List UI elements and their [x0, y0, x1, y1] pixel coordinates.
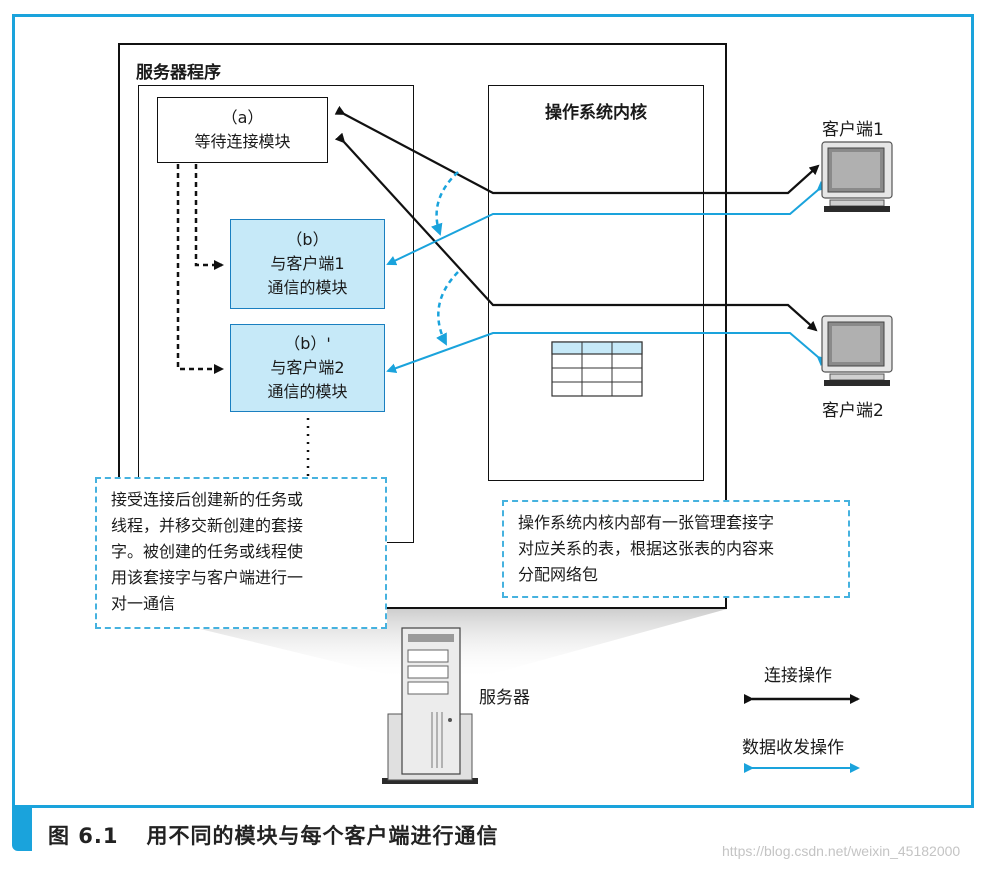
- client2-comm-module: （b）' 与客户端2 通信的模块: [230, 324, 385, 412]
- dispatch-curves: [431, 171, 459, 346]
- monitor-icon: [821, 315, 893, 386]
- legend-data-label: 数据收发操作: [742, 738, 844, 758]
- note-right-line: 对应关系的表，根据这张表的内容来: [518, 539, 775, 558]
- figure-caption: 图 6.1 用不同的模块与每个客户端进行通信: [48, 820, 499, 850]
- note-left-line: 用该套接字与客户端进行一: [111, 568, 304, 587]
- server-label: 服务器: [479, 688, 530, 708]
- dispatch-curve-2: [436, 271, 459, 346]
- handoff-to-b2: [176, 164, 224, 374]
- data-arrow-client2: [386, 332, 828, 373]
- note-left-line: 对一通信: [111, 594, 176, 613]
- note-left-line: 字。被创建的任务或线程使: [111, 542, 304, 561]
- module-a-label: 等待连接模块: [194, 132, 291, 151]
- module-b2-label-1: 与客户端2: [270, 358, 345, 377]
- module-b-label-2: 通信的模块: [267, 278, 348, 297]
- module-b-label-1: 与客户端1: [270, 254, 345, 273]
- note-left-line: 线程，并移交新创建的套接: [111, 516, 304, 535]
- connect-arrows: [334, 105, 820, 332]
- handoff-connectors: [176, 164, 224, 374]
- server-program-title: 服务器程序: [136, 63, 221, 83]
- module-a-tag: （a）: [221, 108, 264, 127]
- watermark: https://blog.csdn.net/weixin_45182000: [722, 843, 961, 859]
- caption-number: 图 6.1: [48, 824, 119, 848]
- module-b2-label-2: 通信的模块: [267, 382, 348, 401]
- note-thread-handoff: 接受连接后创建新的任务或 线程，并移交新创建的套接 字。被创建的任务或线程使 用…: [95, 477, 387, 629]
- note-kernel-table: 操作系统内核内部有一张管理套接字 对应关系的表，根据这张表的内容来 分配网络包: [502, 500, 850, 598]
- note-left-line: 接受连接后创建新的任务或: [111, 490, 304, 509]
- client2-label: 客户端2: [822, 401, 884, 421]
- note-right-line: 分配网络包: [518, 565, 599, 584]
- caption-text: 用不同的模块与每个客户端进行通信: [146, 824, 499, 848]
- wait-connection-module: （a） 等待连接模块: [157, 97, 328, 163]
- note-right-line: 操作系统内核内部有一张管理套接字: [518, 513, 775, 532]
- handoff-to-b: [194, 164, 224, 270]
- connect-arrow-client1: [334, 105, 820, 195]
- dispatch-curve-1: [431, 171, 459, 236]
- data-arrow-client1: [386, 180, 828, 266]
- connect-arrow-client2: [334, 132, 818, 332]
- monitor-icon: [821, 141, 893, 212]
- caption-accent-bar: [12, 808, 32, 851]
- server-tower-icon: [382, 627, 478, 784]
- module-b2-tag: （b）': [284, 334, 331, 353]
- data-arrows: [386, 180, 828, 373]
- legend-connect-label: 连接操作: [764, 666, 832, 686]
- module-b-tag: （b）: [286, 230, 329, 249]
- socket-table-icon: [551, 341, 643, 397]
- figure-frame: [12, 14, 974, 808]
- client1-label: 客户端1: [822, 120, 884, 140]
